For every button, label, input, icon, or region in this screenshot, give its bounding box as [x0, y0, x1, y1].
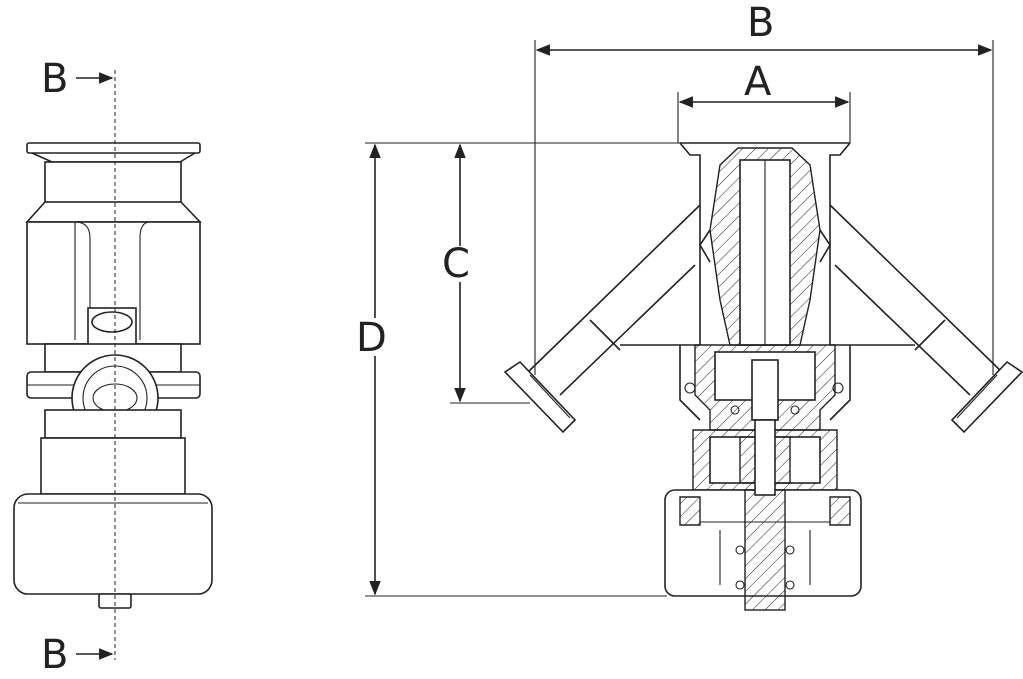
dimension-a: A	[677, 59, 851, 143]
dimension-c: C	[440, 142, 680, 404]
dimension-d: D	[355, 142, 667, 597]
section-mark-top: B	[41, 56, 68, 102]
dimension-b: B	[534, 0, 994, 375]
dim-label-a: A	[744, 59, 772, 105]
dim-label-c: C	[442, 241, 470, 287]
dim-label-b: B	[747, 0, 774, 46]
section-mark-bottom: B	[41, 632, 68, 678]
section-view	[503, 142, 1023, 611]
dim-label-d: D	[356, 315, 387, 361]
side-view	[13, 70, 213, 660]
